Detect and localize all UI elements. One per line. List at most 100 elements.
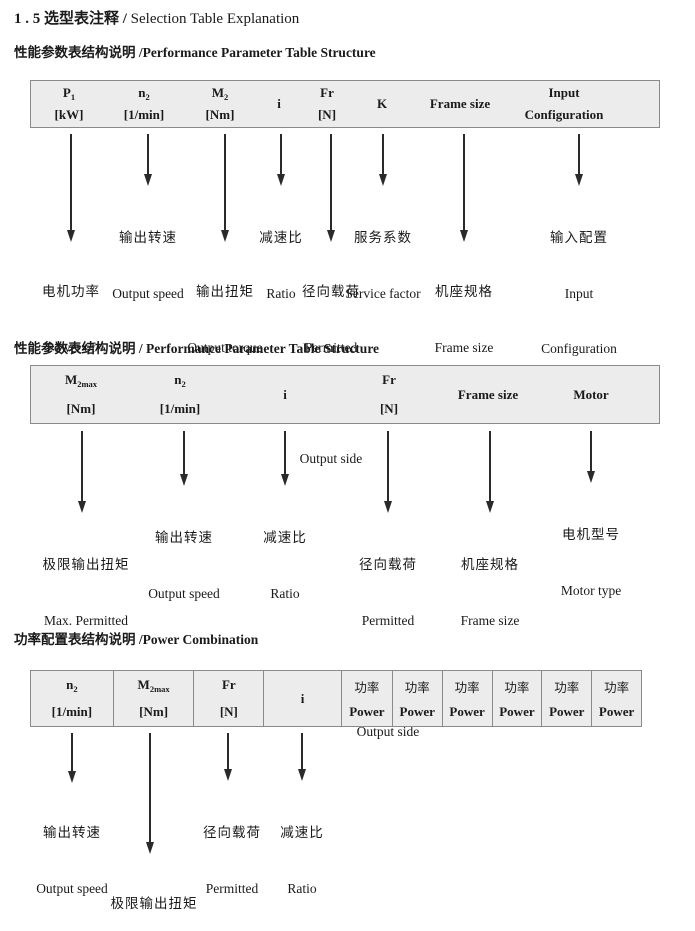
table1-col-p1: P1 [kW] bbox=[55, 85, 84, 123]
table2-col-fr: Fr [N] bbox=[380, 372, 398, 417]
cell-line2: [N] bbox=[317, 107, 337, 122]
callout-line: Service factor bbox=[345, 285, 421, 301]
callout-ratio: 减速比 Ratio bbox=[280, 787, 324, 931]
cell-line1: n2 bbox=[138, 85, 150, 102]
cell-line1: 功率 bbox=[354, 681, 380, 695]
cell-line1: Input bbox=[548, 85, 580, 100]
cell-line2: [Nm] bbox=[66, 401, 96, 416]
cell-line1: i bbox=[300, 690, 305, 706]
callout-service-factor: 服务系数 Service factor bbox=[345, 192, 420, 340]
arrow-n2 bbox=[180, 431, 188, 486]
cell-line1: 功率 bbox=[404, 681, 430, 695]
callout-line: Permitted bbox=[304, 339, 358, 355]
arrow-m2 bbox=[221, 134, 229, 242]
cell-line1: M2max bbox=[137, 677, 170, 694]
cell-line2: Power bbox=[499, 704, 535, 719]
cell-line1: 功率 bbox=[454, 681, 480, 695]
cell-line2: [1/min] bbox=[159, 401, 201, 416]
callout-output-torque: 输出扭矩 Output torque bbox=[187, 246, 262, 394]
callout-line: 减速比 bbox=[280, 825, 324, 840]
callout-line: 机座规格 bbox=[434, 284, 493, 299]
callout-line: 电机型号 bbox=[562, 527, 620, 542]
cell-line1: Fr bbox=[382, 372, 396, 387]
callout-line: Power of bbox=[46, 339, 96, 355]
section3-heading: 功率配置表结构说明 /Power Combination bbox=[14, 632, 259, 647]
table1-col-i: i bbox=[277, 80, 281, 128]
callout-line: Output speed bbox=[112, 285, 184, 301]
callout-frame-size: 机座规格 Frame size bbox=[461, 519, 520, 667]
callout-line: Permitted bbox=[205, 880, 259, 896]
arrow-m2max bbox=[146, 733, 154, 854]
arrow-motor bbox=[587, 431, 595, 483]
cell-line1: Frame size bbox=[457, 386, 519, 402]
section1-header-table bbox=[30, 80, 660, 128]
cell-line2: Power bbox=[598, 704, 635, 719]
arrow-fr bbox=[384, 431, 392, 513]
arrow-n2 bbox=[68, 733, 76, 783]
callout-line: 径向载荷 bbox=[202, 825, 261, 840]
table2-col-motor: Motor bbox=[573, 365, 608, 424]
callout-line: Input bbox=[564, 285, 594, 301]
callout-line: 机座规格 bbox=[460, 557, 519, 572]
cell-line2: [kW] bbox=[54, 107, 84, 122]
callout-line: 电机功率 bbox=[42, 284, 100, 299]
page-title-zh: 1 . 5 选型表注释 / bbox=[14, 11, 131, 27]
callout-output-speed: 输出转速 Output speed bbox=[112, 192, 184, 340]
callout-line: Output side bbox=[356, 723, 420, 739]
callout-frame-size: 机座规格 Frame size bbox=[435, 246, 494, 394]
cell-line2: [N] bbox=[379, 401, 399, 416]
cell-line1: Frame size bbox=[429, 96, 491, 111]
table3-col-power-6: 功率 Power bbox=[591, 671, 641, 726]
section2-header-table bbox=[30, 365, 660, 424]
callout-overhung-load: 径向载荷 Permitted Overhung load Output side bbox=[192, 787, 273, 931]
arrow-i bbox=[298, 733, 306, 781]
arrow-i bbox=[277, 134, 285, 186]
callout-line: Output speed bbox=[148, 585, 220, 601]
page-title-en: Selection Table Explanation bbox=[130, 11, 300, 27]
cell-line1: M2max bbox=[64, 372, 98, 389]
table3-col-fr: Fr [N] bbox=[193, 671, 263, 726]
callout-line: 极限输出扭矩 bbox=[110, 896, 198, 911]
cell-line2: [1/min] bbox=[123, 107, 165, 122]
callout-line: Ratio bbox=[266, 285, 296, 301]
table2-col-i: i bbox=[283, 365, 287, 424]
cell-line1: Fr bbox=[320, 85, 334, 100]
arrow-i bbox=[281, 431, 289, 486]
callout-line: 服务系数 bbox=[354, 230, 412, 245]
callout-line: 输出扭矩 bbox=[196, 284, 254, 299]
callout-line: Configuration bbox=[541, 341, 617, 356]
callout-line: 减速比 bbox=[259, 230, 303, 245]
cell-line1: i bbox=[277, 96, 281, 111]
cell-line1: P1 bbox=[62, 85, 76, 102]
cell-line1: Fr bbox=[221, 677, 236, 692]
callout-line: 径向载荷 bbox=[301, 284, 360, 299]
callout-line: Permitted bbox=[361, 612, 415, 628]
table1-col-frame-size: Frame size bbox=[430, 80, 490, 128]
page-title: 1 . 5 选型表注释 / Selection Table Explanatio… bbox=[14, 7, 299, 28]
cell-line1: i bbox=[283, 386, 287, 402]
callout-overhung-load: 径向载荷 Permitted Overhung load Output side bbox=[348, 519, 429, 778]
arrow-input-configuration bbox=[575, 134, 583, 186]
callout-ratio: 减速比 Ratio bbox=[263, 492, 307, 640]
callout-line: Ratio bbox=[270, 585, 300, 601]
callout-line: Output torque bbox=[187, 339, 263, 355]
callout-max-output-torque: 极限输出扭矩 Max. Permitted Output torque bbox=[111, 858, 198, 931]
arrow-frame-size bbox=[486, 431, 494, 513]
cell-line2: Configuration bbox=[524, 107, 604, 122]
table1-col-n2: n2 [1/min] bbox=[124, 85, 164, 123]
callout-output-speed: 输出转速 Output speed bbox=[36, 787, 108, 931]
cell-line1: 功率 bbox=[604, 681, 630, 695]
callout-line: Output speed bbox=[36, 880, 108, 896]
callout-line: Output side bbox=[299, 450, 363, 466]
cell-line2: [N] bbox=[219, 704, 238, 719]
callout-line: 减速比 bbox=[263, 530, 307, 545]
table2-col-m2max: M2max [Nm] bbox=[65, 372, 97, 417]
callout-line: Frame size bbox=[460, 612, 520, 628]
callout-line: 极限输出扭矩 bbox=[42, 557, 130, 572]
